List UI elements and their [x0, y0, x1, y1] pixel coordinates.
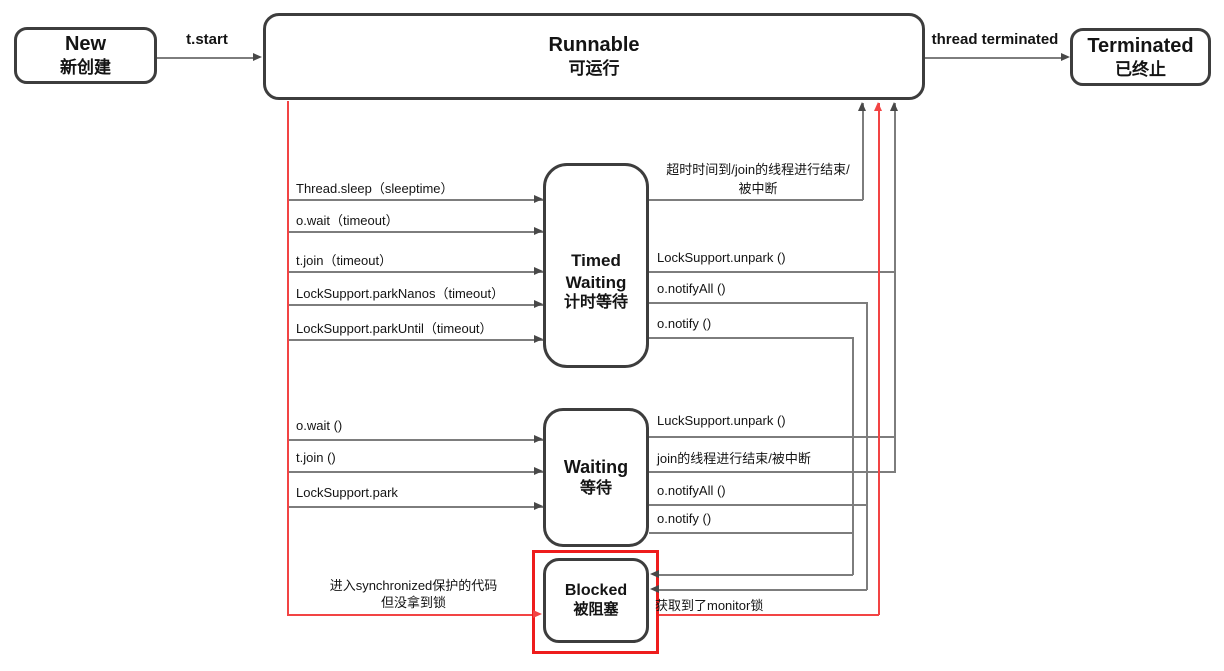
edge-notifyall-waiting [649, 504, 867, 506]
state-terminated-label: Terminated [1087, 34, 1194, 57]
state-timed-waiting-label: Timed Waiting [565, 251, 627, 292]
state-runnable-label: Runnable [548, 34, 640, 57]
edge-label-notify-waiting: o.notify () [657, 511, 712, 526]
edge-label-wait: o.wait () [296, 418, 343, 433]
edge-park [287, 506, 543, 508]
arrowhead [650, 570, 659, 578]
arrowhead [534, 467, 543, 475]
edge-unpark-waiting [649, 436, 895, 438]
edge-notifyall-into-blocked [650, 589, 867, 591]
edge-label-parkuntil: LockSupport.parkUntil（timeout） [296, 321, 493, 336]
arrowhead [534, 195, 543, 203]
edge-notify-down [852, 337, 854, 575]
state-runnable: Runnable 可运行 [263, 13, 925, 100]
edge-wait-timeout [287, 231, 543, 233]
state-blocked-label: Blocked [564, 582, 628, 600]
edge-blocked-to-runnable [649, 614, 879, 616]
edge-blocked-to-runnable-up [878, 103, 880, 615]
edge-label-enter-synchronized: 进入synchronized保护的代码 但没拿到锁 [329, 578, 498, 610]
edge-join-end [649, 471, 895, 473]
edge-runnable-to-terminated [925, 57, 1063, 59]
arrowhead [874, 102, 882, 111]
state-timed-waiting-label-zh: 计时等待 [563, 293, 628, 311]
edge-notify-timed [649, 337, 853, 339]
arrowhead [858, 102, 866, 111]
edge-timeout-return [649, 199, 863, 201]
edge-label-wait-timeout: o.wait（timeout） [296, 213, 399, 228]
state-timed-waiting: Timed Waiting 计时等待 [543, 163, 649, 368]
arrowhead [534, 227, 543, 235]
state-waiting-label: Waiting [563, 457, 629, 478]
edge-label-unpark-waiting: LuckSupport.unpark () [657, 413, 786, 428]
edge-wait [287, 439, 543, 441]
arrowhead [534, 300, 543, 308]
edge-label-notifyall-waiting: o.notifyAll () [657, 483, 726, 498]
edge-label-timeout-return: 超时时间到/join的线程进行结束/ 被中断 [666, 162, 850, 196]
edge-runnable-to-blocked-down [287, 101, 289, 615]
arrowhead [534, 267, 543, 275]
edge-label-unpark-timed: LockSupport.unpark () [657, 250, 786, 265]
edge-label-thread-terminated: thread terminated [931, 31, 1059, 48]
edge-label-monitor-acquired: 获取到了monitor锁 [655, 598, 764, 613]
state-terminated-label-zh: 已终止 [1115, 59, 1166, 79]
state-new-label: New [64, 33, 107, 56]
edge-unpark-return-up [894, 103, 896, 473]
state-new: New 新创建 [14, 27, 157, 84]
edge-parknanos [287, 304, 543, 306]
edge-sleep [287, 199, 543, 201]
arrowhead [534, 335, 543, 343]
edge-notify-into-blocked [650, 574, 853, 576]
edge-unpark-timed [649, 271, 895, 273]
state-terminated: Terminated 已终止 [1070, 28, 1211, 86]
state-blocked: Blocked 被阻塞 [543, 558, 649, 643]
edge-label-t-start: t.start [186, 31, 228, 48]
edge-label-parknanos: LockSupport.parkNanos（timeout） [296, 286, 505, 301]
state-runnable-label-zh: 可运行 [568, 59, 620, 79]
edge-label-notify-timed: o.notify () [657, 316, 712, 331]
edge-label-join-timeout: t.join（timeout） [296, 253, 393, 268]
state-waiting: Waiting 等待 [543, 408, 649, 547]
arrowhead [533, 610, 542, 618]
state-blocked-label-zh: 被阻塞 [573, 601, 619, 619]
arrowhead [1061, 53, 1070, 61]
edge-label-join: t.join () [296, 450, 336, 465]
edge-timeout-return-up [862, 103, 864, 200]
edge-runnable-to-blocked [287, 614, 535, 616]
edge-label-notifyall-timed: o.notifyAll () [657, 281, 726, 296]
arrowhead [253, 53, 262, 61]
edge-label-park: LockSupport.park [296, 485, 398, 500]
state-waiting-label-zh: 等待 [579, 479, 612, 497]
state-new-label-zh: 新创建 [60, 58, 111, 78]
arrowhead [534, 435, 543, 443]
arrowhead [890, 102, 898, 111]
edge-notifyall-down [866, 302, 868, 590]
edge-new-to-runnable [157, 57, 255, 59]
edge-notifyall-timed [649, 302, 867, 304]
arrowhead [534, 502, 543, 510]
edge-parkuntil [287, 339, 543, 341]
edge-join [287, 471, 543, 473]
edge-join-timeout [287, 271, 543, 273]
edge-label-join-end: join的线程进行结束/被中断 [657, 451, 811, 466]
arrowhead [650, 585, 659, 593]
edge-notify-waiting [649, 532, 853, 534]
edge-label-sleep: Thread.sleep（sleeptime） [296, 181, 454, 196]
